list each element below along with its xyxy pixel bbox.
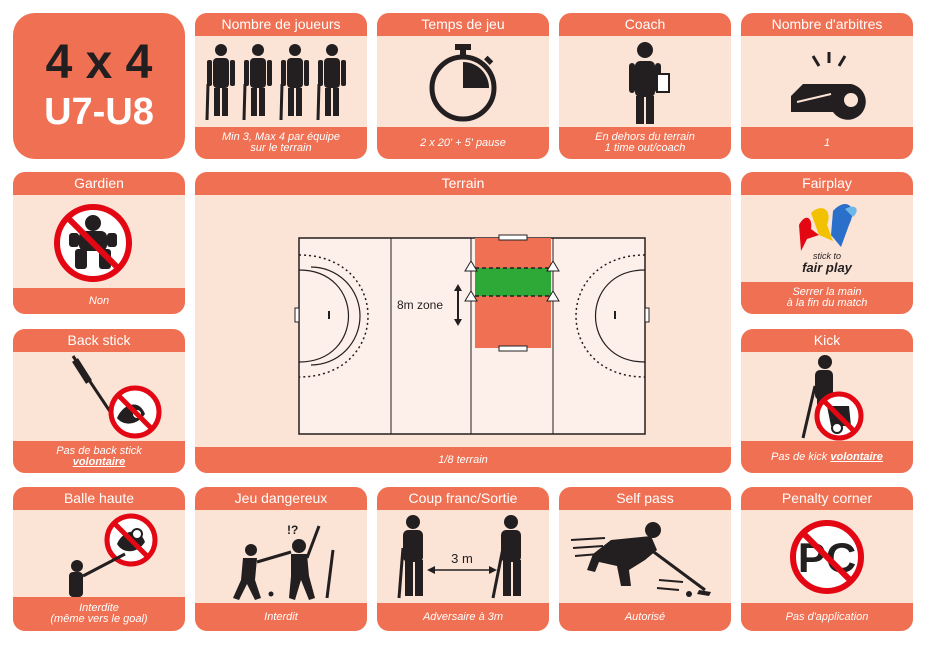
- highball-title: Balle haute: [13, 487, 185, 510]
- freehit-card: Coup franc/Sortie 3 m Adversaire à 3m: [377, 487, 549, 631]
- players-title: Nombre de joueurs: [195, 13, 367, 36]
- penalty-card: Penalty corner PC Pas d'application: [741, 487, 913, 631]
- kick-card: Kick Pas de kick volontaire: [741, 329, 913, 473]
- freehit-title: Coup franc/Sortie: [377, 487, 549, 510]
- highball-text-2: (même vers le goal): [50, 613, 148, 625]
- stopwatch-icon: [377, 36, 549, 127]
- fairplay-text-2: à la fin du match: [786, 297, 868, 309]
- danger-title: Jeu dangereux: [195, 487, 367, 510]
- field-diagram: 8m zone: [195, 195, 731, 447]
- highball-footer: Interdite (même vers le goal): [13, 597, 185, 631]
- selfpass-title: Self pass: [559, 487, 731, 510]
- fairplay-logo-text-2: fair play: [802, 260, 853, 275]
- players-footer: Min 3, Max 4 par équipe sur le terrain: [195, 127, 367, 159]
- penalty-title: Penalty corner: [741, 487, 913, 510]
- kick-text-line: Pas de kick volontaire: [771, 450, 883, 463]
- no-goalkeeper-icon: [13, 195, 185, 288]
- referees-card: Nombre d'arbitres 1: [741, 13, 913, 159]
- time-title: Temps de jeu: [377, 13, 549, 36]
- backstick-title: Back stick: [13, 329, 185, 352]
- fairplay-card: Fairplay stick to fair play Serrer la ma…: [741, 172, 913, 314]
- highball-card: Balle haute Interdite (même vers le goal…: [13, 487, 185, 631]
- fairplay-text-1: Serrer la main: [792, 286, 862, 298]
- format-title-card: 4 x 4 U7-U8: [13, 13, 185, 159]
- coach-title: Coach: [559, 13, 731, 36]
- coach-footer: En dehors du terrain 1 time out/coach: [559, 127, 731, 159]
- danger-footer: Interdit: [195, 603, 367, 631]
- coach-card: Coach En dehors du terrain 1 time out/co…: [559, 13, 731, 159]
- fairplay-title: Fairplay: [741, 172, 913, 195]
- coach-icon: [559, 36, 731, 127]
- no-highball-icon: [13, 510, 185, 597]
- goalkeeper-footer: Non: [13, 288, 185, 314]
- freehit-distance: 3 m: [451, 551, 473, 566]
- kick-text-1: Pas de kick: [771, 450, 831, 463]
- zone-label: 8m zone: [397, 298, 443, 312]
- no-backstick-icon: [13, 352, 185, 441]
- time-text-1: 2 x 20' + 5' pause: [420, 136, 506, 149]
- selfpass-footer: Autorisé: [559, 603, 731, 631]
- fairplay-logo-text-1: stick to: [813, 251, 841, 261]
- fairplay-footer: Serrer la main à la fin du match: [741, 282, 913, 314]
- self-pass-icon: [559, 510, 731, 603]
- field-title: Terrain: [195, 172, 731, 195]
- no-kick-icon: [741, 352, 913, 441]
- fairplay-logo: stick to fair play: [741, 195, 913, 282]
- coach-text-2: 1 time out/coach: [604, 142, 686, 154]
- field-text-1: 1/8 terrain: [438, 453, 488, 466]
- backstick-text-2: volontaire: [72, 456, 126, 468]
- freehit-text-1: Adversaire à 3m: [422, 610, 504, 623]
- players-text-1: Min 3, Max 4 par équipe: [221, 131, 340, 143]
- danger-text-1: Interdit: [264, 610, 298, 623]
- referees-text-1: 1: [823, 136, 831, 149]
- goalkeeper-card: Gardien Non: [13, 172, 185, 314]
- format-label: 4 x 4: [45, 36, 153, 89]
- backstick-footer: Pas de back stick volontaire: [13, 441, 185, 473]
- players-card: Nombre de joueurs Min 3, Max 4 par équip…: [195, 13, 367, 159]
- time-footer: 2 x 20' + 5' pause: [377, 127, 549, 159]
- danger-exclaim: !?: [287, 523, 298, 537]
- time-card: Temps de jeu 2 x 20' + 5' pause: [377, 13, 549, 159]
- age-group-label: U7-U8: [44, 91, 154, 133]
- referees-title: Nombre d'arbitres: [741, 13, 913, 36]
- coach-text-1: En dehors du terrain: [595, 131, 695, 143]
- kick-title: Kick: [741, 329, 913, 352]
- whistle-icon: [741, 36, 913, 127]
- freehit-footer: Adversaire à 3m: [377, 603, 549, 631]
- backstick-card: Back stick Pas de back stick volontaire: [13, 329, 185, 473]
- referees-footer: 1: [741, 127, 913, 159]
- penalty-text-1: Pas d'application: [785, 610, 869, 623]
- kick-text-2: volontaire: [830, 450, 883, 463]
- backstick-text-1: Pas de back stick: [56, 445, 142, 457]
- no-penalty-corner-icon: PC: [741, 510, 913, 603]
- kick-footer: Pas de kick volontaire: [741, 441, 913, 473]
- field-footer: 1/8 terrain: [195, 447, 731, 473]
- goalkeeper-title: Gardien: [13, 172, 185, 195]
- dangerous-play-icon: !?: [195, 510, 367, 603]
- field-card: Terrain: [195, 172, 731, 473]
- players-text-2: sur le terrain: [250, 142, 312, 154]
- players-icon: [195, 36, 367, 127]
- penalty-footer: Pas d'application: [741, 603, 913, 631]
- danger-card: Jeu dangereux !? Interdit: [195, 487, 367, 631]
- free-hit-icon: 3 m: [377, 510, 549, 603]
- highball-text-1: Interdite: [79, 602, 119, 614]
- selfpass-card: Self pass Autorisé: [559, 487, 731, 631]
- selfpass-text-1: Autorisé: [624, 610, 666, 623]
- goalkeeper-text-1: Non: [88, 294, 110, 307]
